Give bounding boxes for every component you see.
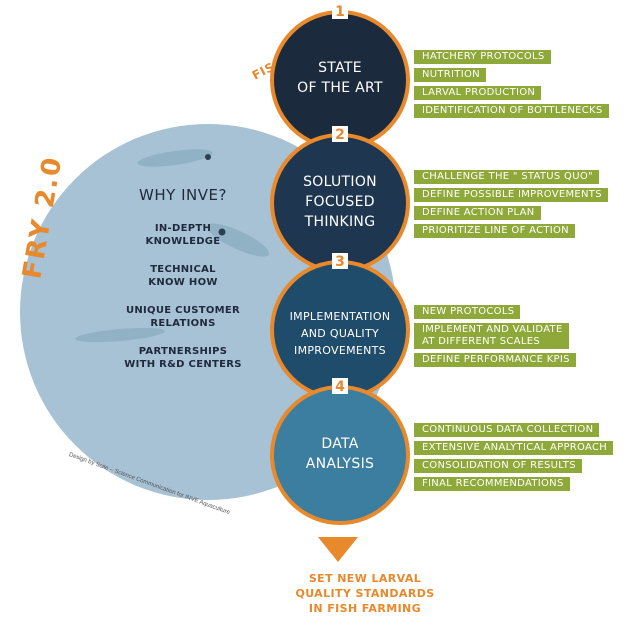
step-item-tag: HATCHERY PROTOCOLS bbox=[414, 50, 551, 64]
step-1-circle: 1 bbox=[270, 3, 410, 150]
why-item: TECHNICAL KNOW HOW bbox=[148, 264, 218, 288]
step-item-tag: PRIORITIZE LINE OF ACTION bbox=[414, 224, 575, 238]
step-4-circle: 4 bbox=[270, 378, 410, 525]
why-title: WHY INVE? bbox=[139, 186, 227, 204]
step-item-tag: EXTENSIVE ANALYTICAL APPROACH bbox=[414, 441, 614, 455]
why-items: IN-DEPTH KNOWLEDGE TECHNICAL KNOW HOW UNIQ… bbox=[108, 222, 258, 371]
fish-eyes bbox=[205, 154, 226, 236]
step-number-badge bbox=[332, 3, 348, 19]
step-number: 1 bbox=[335, 4, 345, 20]
step-2-items: CHALLENGE THE " STATUS QUO" DEFINE POSSIB… bbox=[414, 170, 608, 242]
step-number-badge bbox=[332, 378, 348, 394]
step-3-items: NEW PROTOCOLS IMPLEMENT AND VALIDATE AT D… bbox=[414, 305, 576, 371]
step-item-tag: DEFINE PERFORMANCE KPIS bbox=[414, 353, 576, 367]
why-item: UNIQUE CUSTOMER RELATIONS bbox=[125, 305, 241, 329]
why-inve-panel: WHY INVE? IN-DEPTH KNOWLEDGE TECHNICAL KN… bbox=[108, 186, 258, 386]
goal-arrow-icon bbox=[318, 537, 358, 562]
step-number: 3 bbox=[335, 254, 345, 270]
step-item-tag: LARVAL PRODUCTION bbox=[414, 86, 542, 100]
step-item-tag: IDENTIFICATION OF BOTTLENECKS bbox=[414, 104, 609, 118]
step-4-items: CONTINUOUS DATA COLLECTION EXTENSIVE ANAL… bbox=[414, 423, 614, 495]
why-item: IN-DEPTH KNOWLEDGE bbox=[145, 223, 221, 247]
step-number: 2 bbox=[335, 127, 345, 143]
step-item-tag: CHALLENGE THE " STATUS QUO" bbox=[414, 170, 599, 184]
step-4-title: DATA ANALYSIS bbox=[305, 436, 375, 472]
step-number: 4 bbox=[335, 379, 345, 395]
why-item: PARTNERSHIPS WITH R&D CENTERS bbox=[124, 346, 242, 370]
step-item-tag: DEFINE ACTION PLAN bbox=[414, 206, 541, 220]
step-1-items: HATCHERY PROTOCOLS NUTRITION LARVAL PRODUC… bbox=[414, 50, 609, 122]
step-item-tag: IMPLEMENT AND VALIDATE AT DIFFERENT SCAL… bbox=[414, 323, 569, 349]
steps-layer: 1 2 3 4 bbox=[270, 3, 410, 525]
step-item-tag: CONSOLIDATION OF RESULTS bbox=[414, 459, 582, 473]
step-1-title: STATE OF THE ART bbox=[297, 60, 383, 96]
step-number-badge bbox=[332, 126, 348, 142]
step-item-tag: FINAL RECOMMENDATIONS bbox=[414, 477, 570, 491]
step-item-tag: NUTRITION bbox=[414, 68, 486, 82]
step-2-title: SOLUTION FOCUSED THINKING bbox=[303, 174, 377, 230]
step-number-badge bbox=[332, 253, 348, 269]
step-item-tag: DEFINE POSSIBLE IMPROVEMENTS bbox=[414, 188, 608, 202]
goal-text: SET NEW LARVAL QUALITY STANDARDS IN FISH… bbox=[295, 572, 435, 615]
step-3-title: IMPLEMENTATION AND QUALITY IMPROVEMENTS bbox=[289, 310, 391, 357]
step-item-tag: CONTINUOUS DATA COLLECTION bbox=[414, 423, 600, 437]
step-item-tag: NEW PROTOCOLS bbox=[414, 305, 521, 319]
